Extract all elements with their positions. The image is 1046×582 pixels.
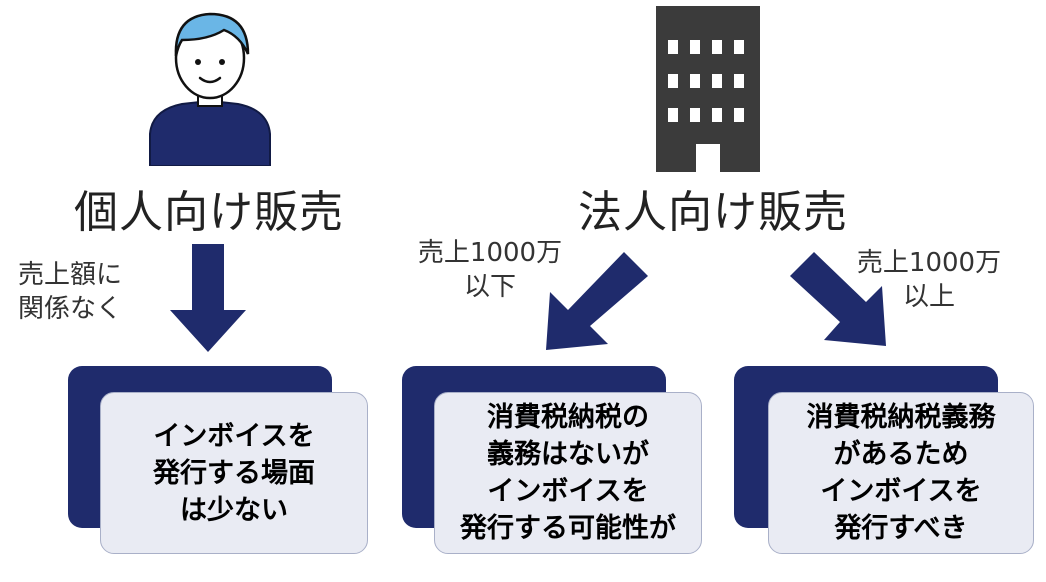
person-icon xyxy=(149,12,271,166)
condition-line: 売上1000万 xyxy=(856,248,1002,278)
individual-heading: 個人向け販売 xyxy=(74,187,344,238)
condition-line: 関係なく xyxy=(18,294,123,324)
down-right-arrow-icon xyxy=(790,252,886,346)
corporate-left-condition: 売上1000万 以下 xyxy=(412,236,568,304)
card-text: 消費税納税の 義務はないが インボイスを 発行する可能性が xyxy=(460,399,676,547)
card-line: 消費税納税義務 xyxy=(806,402,996,433)
condition-line: 以上 xyxy=(902,282,955,312)
card-line: 発行すべき xyxy=(834,513,968,544)
corporate-heading: 法人向け販売 xyxy=(578,187,848,238)
card-line: 義務はないが xyxy=(487,439,649,470)
card-text: 消費税納税義務 があるため インボイスを 発行すべき xyxy=(807,399,996,547)
individual-result-card: インボイスを 発行する場面 は少ない xyxy=(100,392,368,554)
building-icon xyxy=(656,6,760,172)
card-line: 発行する場面 xyxy=(153,457,315,489)
condition-line: 以下 xyxy=(463,272,516,302)
individual-condition: 売上額に 関係なく xyxy=(18,258,122,326)
card-line: があるため xyxy=(833,439,969,470)
corporate-left-result-card: 消費税納税の 義務はないが インボイスを 発行する可能性が xyxy=(434,392,702,554)
corporate-right-condition: 売上1000万 以上 xyxy=(846,246,1012,314)
condition-line: 売上額に xyxy=(18,260,123,290)
card-line: は少ない xyxy=(180,494,288,526)
card-line: インボイスを xyxy=(820,476,982,507)
card-line: 消費税納税の xyxy=(487,402,649,433)
card-text: インボイスを 発行する場面 は少ない xyxy=(153,418,315,529)
down-left-arrow-icon xyxy=(546,252,648,350)
card-line: インボイスを xyxy=(487,476,649,507)
down-arrow-icon xyxy=(170,244,246,352)
condition-line: 売上1000万 xyxy=(417,238,563,268)
card-line: インボイスを xyxy=(153,420,315,452)
card-line: 発行する可能性が xyxy=(460,513,676,544)
corporate-right-result-card: 消費税納税義務 があるため インボイスを 発行すべき xyxy=(768,392,1034,554)
